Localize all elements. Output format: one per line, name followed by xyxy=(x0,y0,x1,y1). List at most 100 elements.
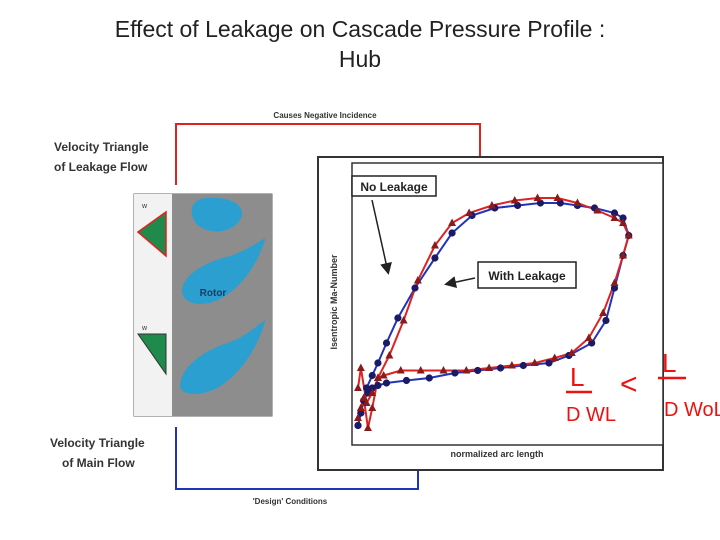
no-leakage-point xyxy=(382,339,391,347)
with-leakage-point xyxy=(354,383,362,391)
with-leakage-point xyxy=(619,218,628,226)
with-leakage-point xyxy=(567,348,576,356)
leakage-velocity-triangle xyxy=(136,210,167,258)
with-leakage-point xyxy=(448,218,457,226)
y-axis-label: Isentropic Ma-Number xyxy=(329,254,339,350)
blade-shape xyxy=(180,320,266,394)
no-leakage-text: No Leakage xyxy=(360,180,428,194)
with-leakage-point xyxy=(385,351,394,359)
x-axis-label: normalized arc length xyxy=(450,449,543,459)
no-leakage-point xyxy=(496,364,505,372)
blade-shape xyxy=(182,238,266,304)
with-leakage-point xyxy=(485,363,494,371)
with-leakage-point xyxy=(413,276,422,284)
slide-title-line2: Hub xyxy=(338,46,382,72)
no-leakage-point xyxy=(411,284,419,292)
with-leakage-point xyxy=(359,393,368,401)
with-leakage-point xyxy=(610,278,619,286)
no-leakage-point xyxy=(394,314,402,322)
with-leakage-point xyxy=(399,316,408,324)
with-leakage-point xyxy=(624,231,633,239)
no-leakage-point xyxy=(519,361,527,370)
with-leakage-point xyxy=(619,251,628,259)
no-leakage-point xyxy=(536,199,545,207)
with-leakage-text: With Leakage xyxy=(488,269,566,283)
bottom-arrow-label: 'Design' Conditions xyxy=(253,497,328,506)
no-leakage-point xyxy=(451,369,459,377)
no-leakage-point xyxy=(545,359,553,367)
no-leakage-point xyxy=(610,284,619,292)
handwritten-ratio: L D WL < L D WoL xyxy=(566,348,720,426)
with-leakage-point xyxy=(439,366,448,374)
main-velocity-triangle xyxy=(137,333,167,376)
callout-arrow xyxy=(371,199,392,275)
slide-title-line1: Effect of Leakage on Cascade Pressure Pr… xyxy=(114,16,606,42)
no-leakage-callout: No Leakage xyxy=(351,175,437,275)
slide-title: Effect of Leakage on Cascade Pressure Pr… xyxy=(0,14,720,74)
rotor-label: Rotor xyxy=(200,288,227,299)
no-leakage-point xyxy=(602,316,610,325)
with-leakage-point xyxy=(593,206,602,214)
with-leakage-point xyxy=(573,198,582,206)
no-leakage-point xyxy=(448,229,456,237)
with-leakage-point xyxy=(584,333,593,341)
no-leakage-point xyxy=(368,384,376,392)
no-leakage-point xyxy=(619,214,627,222)
with-leakage-point xyxy=(510,196,519,204)
series-line-no-leakage xyxy=(357,202,630,426)
no-leakage-point xyxy=(354,421,362,430)
with-leakage-point xyxy=(599,308,608,316)
no-leakage-point xyxy=(474,366,482,375)
hw-symbol: < xyxy=(620,368,638,401)
no-leakage-point xyxy=(402,376,411,385)
with-leakage-point xyxy=(430,241,439,249)
hw-left-den: D WL xyxy=(566,404,616,426)
no-leakage-point xyxy=(556,199,564,207)
hw-left-num: L xyxy=(570,362,584,392)
no-leakage-point xyxy=(362,384,371,392)
with-leakage-point xyxy=(507,361,516,369)
with-leakage-point xyxy=(356,363,365,371)
with-leakage-point xyxy=(550,353,559,361)
no-leakage-point xyxy=(382,379,391,387)
with-leakage-point xyxy=(530,358,539,366)
no-leakage-point xyxy=(425,374,433,382)
no-leakage-point xyxy=(374,381,382,390)
hw-right-num: L xyxy=(662,348,676,378)
hw-right-den: D WoL xyxy=(664,399,720,421)
with-leakage-point xyxy=(487,201,496,209)
no-leakage-point xyxy=(514,201,522,210)
triangle-symbol: w xyxy=(141,325,148,332)
with-leakage-point xyxy=(553,193,562,201)
top-arrow-label: Causes Negative Incidence xyxy=(273,111,377,120)
with-leakage-point xyxy=(462,366,471,374)
with-leakage-point xyxy=(368,403,377,411)
with-leakage-point xyxy=(533,193,542,201)
no-leakage-point xyxy=(610,209,619,217)
top-bracket-arrow xyxy=(175,123,488,190)
with-leakage-point xyxy=(416,366,425,374)
with-leakage-point xyxy=(362,398,371,406)
no-leakage-point xyxy=(431,254,439,262)
cascade-panel: Rotor w w xyxy=(133,193,273,417)
with-leakage-point xyxy=(363,423,372,431)
triangle-symbol: w xyxy=(141,203,148,210)
with-leakage-point xyxy=(373,373,382,381)
no-leakage-point xyxy=(374,359,382,367)
with-leakage-point xyxy=(465,208,474,216)
with-leakage-point xyxy=(379,371,388,379)
callout-arrow xyxy=(444,276,476,288)
with-leakage-callout: With Leakage xyxy=(444,261,577,289)
blade-shape xyxy=(191,197,242,232)
series-line-with-leakage xyxy=(357,197,630,429)
no-leakage-point xyxy=(588,339,596,347)
no-leakage-point xyxy=(368,371,376,380)
no-leakage-point xyxy=(357,409,365,417)
with-leakage-point xyxy=(396,366,405,374)
with-leakage-point xyxy=(354,413,362,421)
plot-area: Isentropic Ma-Number normalized arc leng… xyxy=(317,156,664,471)
with-leakage-point xyxy=(368,388,377,396)
